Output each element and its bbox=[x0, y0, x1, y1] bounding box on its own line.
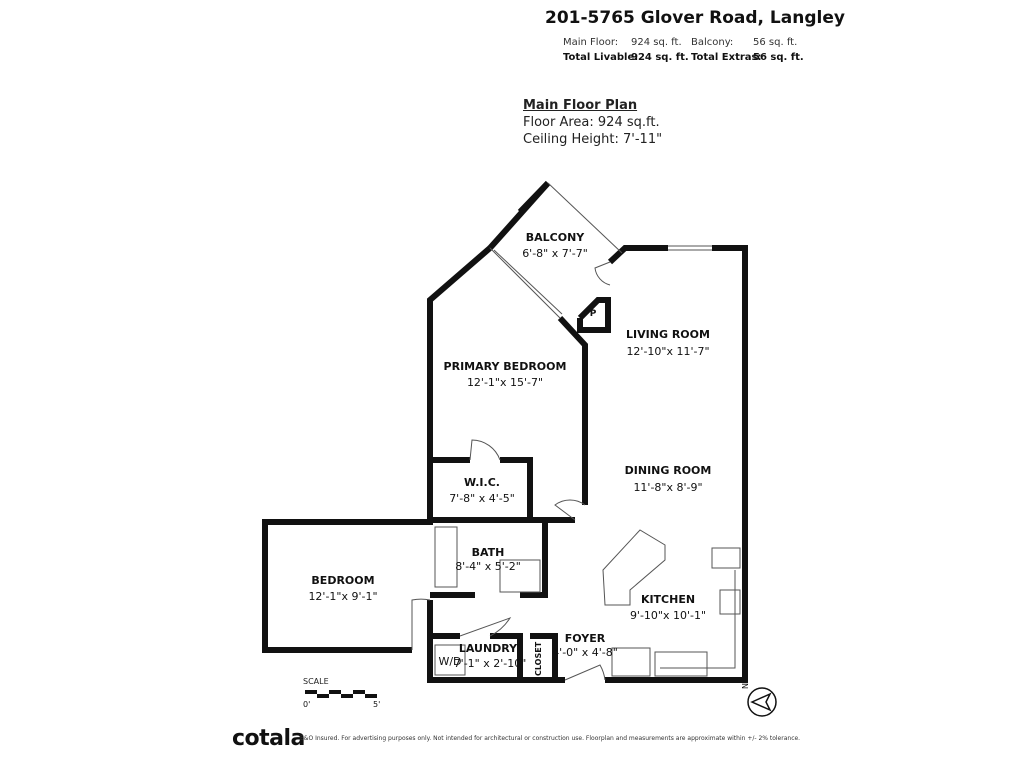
room-name-primary-bedroom: PRIMARY BEDROOM bbox=[444, 360, 567, 373]
scale-bar bbox=[305, 690, 377, 698]
closet-label: CLOSET bbox=[534, 641, 543, 676]
main-floor-label: Main Floor: bbox=[563, 37, 619, 48]
thin-lines bbox=[411, 182, 741, 681]
scale-start: 0' bbox=[303, 700, 310, 709]
ceiling-height: Ceiling Height: 7'-11" bbox=[523, 132, 663, 147]
room-name-bedroom: BEDROOM bbox=[311, 574, 374, 587]
room-name-living-room: LIVING ROOM bbox=[626, 328, 710, 341]
room-dims-living-room: 12'-10"x 11'-7" bbox=[626, 345, 709, 358]
room-name-bath: BATH bbox=[472, 546, 505, 559]
room-dims-dining-room: 11'-8"x 8'-9" bbox=[633, 481, 702, 494]
room-dims-wic: 7'-8" x 4'-5" bbox=[449, 492, 515, 505]
scale-label: SCALE bbox=[303, 677, 329, 686]
balcony-value: 56 sq. ft. bbox=[753, 37, 798, 48]
room-dims-bedroom: 12'-1"x 9'-1" bbox=[308, 590, 377, 603]
room-name-kitchen: KITCHEN bbox=[641, 593, 695, 606]
floor-area: Floor Area: 924 sq.ft. bbox=[523, 115, 660, 130]
room-dims-laundry: 7'-1" x 2'-10" bbox=[454, 657, 527, 670]
floor-plan-title: Main Floor Plan bbox=[523, 98, 638, 113]
balcony-label: Balcony: bbox=[691, 37, 734, 48]
walls bbox=[262, 180, 748, 683]
total-livable-label: Total Livable: bbox=[563, 52, 639, 63]
room-dims-bath: 8'-4" x 5'-2" bbox=[455, 560, 521, 573]
room-name-foyer: FOYER bbox=[565, 632, 606, 645]
room-dims-kitchen: 9'-10"x 10'-1" bbox=[630, 609, 706, 622]
room-name-balcony: BALCONY bbox=[526, 231, 586, 244]
room-name-laundry: LAUNDRY bbox=[459, 642, 518, 655]
compass-north-label: N bbox=[741, 683, 750, 689]
disclaimer: E&O Insured. For advertising purposes on… bbox=[300, 735, 801, 742]
room-dims-foyer-width: 4'-0" x 4'-8" bbox=[552, 646, 618, 659]
cotala-logo: cotala bbox=[232, 726, 305, 751]
washer-dryer-label: W/D bbox=[438, 655, 461, 668]
total-extras-label: Total Extras: bbox=[691, 52, 762, 63]
fireplace-label: FP bbox=[584, 309, 597, 319]
main-floor-value: 924 sq. ft. bbox=[631, 37, 682, 48]
compass-icon: N bbox=[741, 683, 777, 717]
total-extras-value: 56 sq. ft. bbox=[753, 52, 804, 63]
total-livable-value: 924 sq. ft. bbox=[631, 52, 689, 63]
room-dims-primary-bedroom: 12'-1"x 15'-7" bbox=[467, 376, 543, 389]
room-dims-balcony: 6'-8" x 7'-7" bbox=[522, 247, 588, 260]
floor-plan-info: Main Floor Plan Floor Area: 924 sq.ft. C… bbox=[523, 97, 662, 148]
room-name-wic: W.I.C. bbox=[464, 476, 500, 489]
scale-end: 5' bbox=[373, 700, 380, 709]
room-name-dining-room: DINING ROOM bbox=[625, 464, 712, 477]
property-address: 201-5765 Glover Road, Langley bbox=[545, 8, 845, 28]
